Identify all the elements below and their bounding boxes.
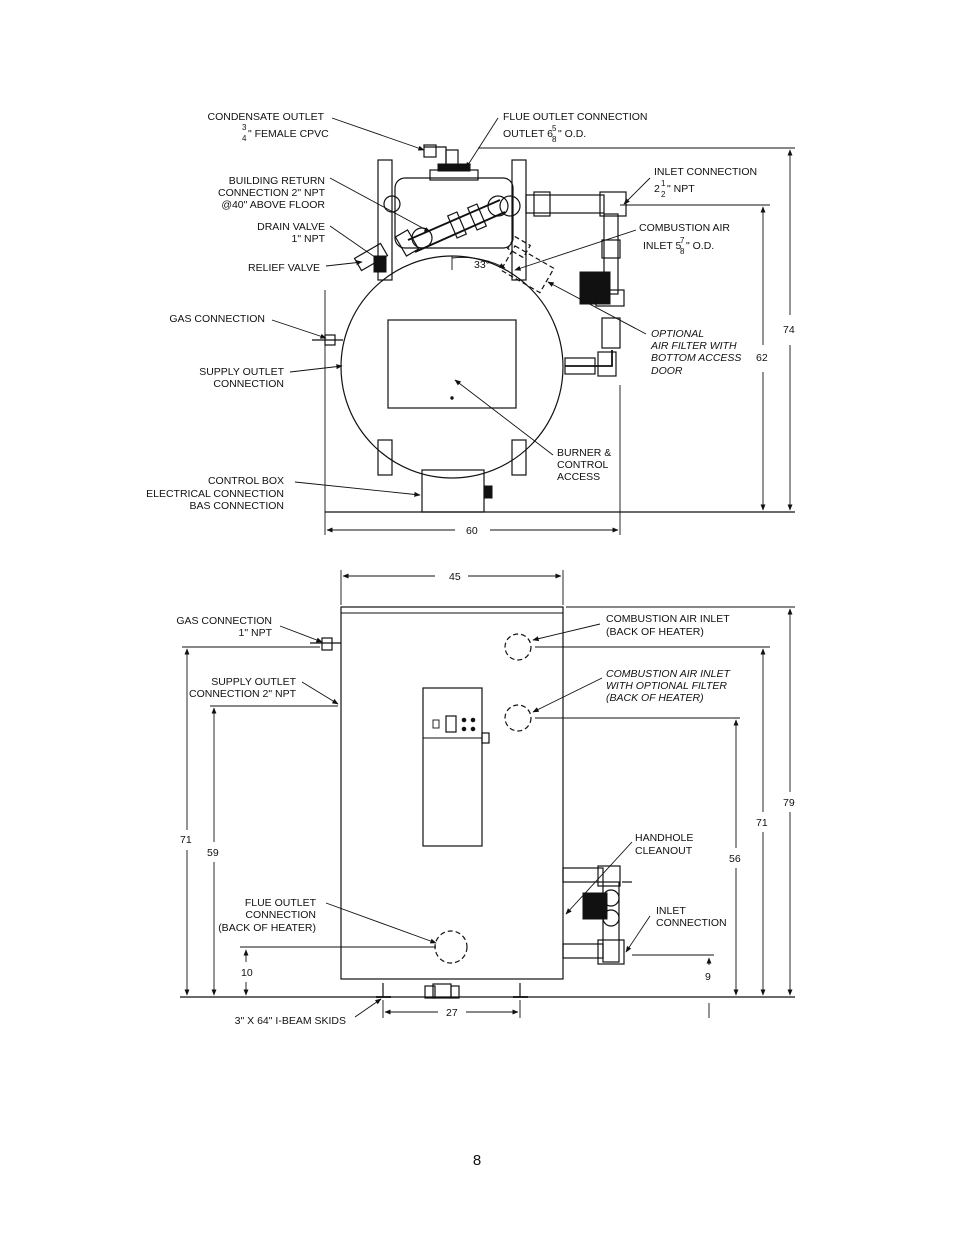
width-27-dimension: 27: [446, 1007, 458, 1019]
front-inlet-label-2: CONNECTION: [656, 917, 727, 929]
combustion-air-filter-label: COMBUSTION AIR INLET: [606, 668, 731, 680]
inlet-connection-label: INLET CONNECTION: [654, 166, 757, 178]
relief-valve-label: RELIEF VALVE: [248, 262, 320, 274]
inlet-frac-num: 1: [661, 179, 666, 188]
page-number: 8: [472, 1152, 482, 1169]
combustion-air-inlet-label: COMBUSTION AIR INLET: [606, 613, 730, 625]
height-71-left-dimension: 71: [180, 834, 192, 846]
combustion-air-frac-num: 7: [680, 236, 685, 245]
front-gas-connection-label: GAS CONNECTION: [176, 615, 272, 627]
front-gas-connection-size: 1" NPT: [239, 627, 273, 639]
height-9-dimension: 9: [705, 971, 711, 983]
combustion-air-filter-label-3: (BACK OF HEATER): [606, 692, 704, 704]
width-60-dimension: 60: [466, 525, 478, 537]
front-view-labels: GAS CONNECTION 1" NPT SUPPLY OUTLET CONN…: [176, 571, 795, 1027]
condensate-outlet-label: CONDENSATE OUTLET: [208, 111, 325, 123]
front-supply-outlet-label: SUPPLY OUTLET: [211, 676, 296, 688]
inlet-frac-den: 2: [661, 190, 666, 199]
front-supply-outlet-size: CONNECTION 2" NPT: [189, 688, 297, 700]
flue-outlet-size-a: OUTLET 6: [503, 128, 553, 140]
condensate-outlet-size: " FEMALE CPVC: [248, 128, 329, 140]
height-10-dimension: 10: [241, 967, 253, 979]
drain-valve-label: DRAIN VALVE: [257, 221, 325, 233]
angle-dimension: 33°: [474, 259, 490, 271]
height-79-dimension: 79: [783, 797, 795, 809]
front-flue-outlet-label-3: (BACK OF HEATER): [218, 922, 316, 934]
supply-outlet-label: SUPPLY OUTLET: [199, 366, 284, 378]
height-56-dimension: 56: [729, 853, 741, 865]
inlet-size-whole: 2: [654, 183, 660, 195]
flue-outlet-label: FLUE OUTLET CONNECTION: [503, 111, 648, 123]
electrical-connection-label: ELECTRICAL CONNECTION: [146, 488, 284, 500]
front-flue-outlet-label: FLUE OUTLET: [245, 897, 317, 909]
width-45-dimension: 45: [449, 571, 461, 583]
condensate-frac-num: 3: [242, 123, 247, 132]
flue-outlet-frac-den: 8: [552, 135, 557, 144]
optional-filter-label-2: AIR FILTER WITH: [650, 340, 737, 352]
combustion-air-label: COMBUSTION AIR: [639, 222, 730, 234]
skids-label: 3" X 64" I-BEAM SKIDS: [235, 1015, 346, 1027]
burner-access-label-3: ACCESS: [557, 471, 600, 483]
burner-access-label-2: CONTROL: [557, 459, 608, 471]
drain-valve-size: 1" NPT: [292, 233, 326, 245]
optional-filter-label-4: DOOR: [651, 365, 683, 377]
condensate-frac-den: 4: [242, 134, 247, 143]
combustion-air-size-b: " O.D.: [686, 240, 714, 252]
combustion-air-frac-den: 8: [680, 247, 685, 256]
flue-outlet-size-b: " O.D.: [558, 128, 586, 140]
front-view-drawing: [180, 606, 795, 999]
height-74-dimension: 74: [783, 324, 795, 336]
front-view-dimensions: [182, 570, 795, 1018]
height-59-dimension: 59: [207, 847, 219, 859]
optional-filter-label-3: BOTTOM ACCESS: [651, 352, 741, 364]
height-71-right-dimension: 71: [756, 817, 768, 829]
front-flue-outlet-label-2: CONNECTION: [245, 909, 316, 921]
combustion-air-filter-label-2: WITH OPTIONAL FILTER: [606, 680, 727, 692]
building-return-label: BUILDING RETURN: [229, 175, 325, 187]
burner-access-label: BURNER &: [557, 447, 611, 459]
building-return-size: CONNECTION 2" NPT: [218, 187, 326, 199]
supply-outlet-label-2: CONNECTION: [213, 378, 284, 390]
top-view-drawing: [312, 144, 795, 513]
height-62-dimension: 62: [756, 352, 768, 364]
front-inlet-label: INLET: [656, 905, 686, 917]
top-view-dimensions: [324, 147, 795, 535]
handhole-label-2: CLEANOUT: [635, 845, 693, 857]
flue-outlet-frac-num: 5: [552, 124, 557, 133]
handhole-label: HANDHOLE: [635, 832, 693, 844]
optional-filter-label: OPTIONAL: [651, 328, 704, 340]
front-view-leaders: [279, 623, 651, 1018]
inlet-size-unit: " NPT: [667, 183, 695, 195]
top-view-leaders: [271, 117, 651, 497]
combustion-air-inlet-label-2: (BACK OF HEATER): [606, 626, 704, 638]
combustion-air-size-a: INLET 5: [643, 240, 681, 252]
gas-connection-label: GAS CONNECTION: [169, 313, 265, 325]
control-box-label: CONTROL BOX: [208, 475, 284, 487]
building-return-height: @40" ABOVE FLOOR: [221, 199, 325, 211]
top-view-labels: CONDENSATE OUTLET 3 4 " FEMALE CPVC FLUE…: [146, 111, 795, 537]
bas-connection-label: BAS CONNECTION: [189, 500, 284, 512]
